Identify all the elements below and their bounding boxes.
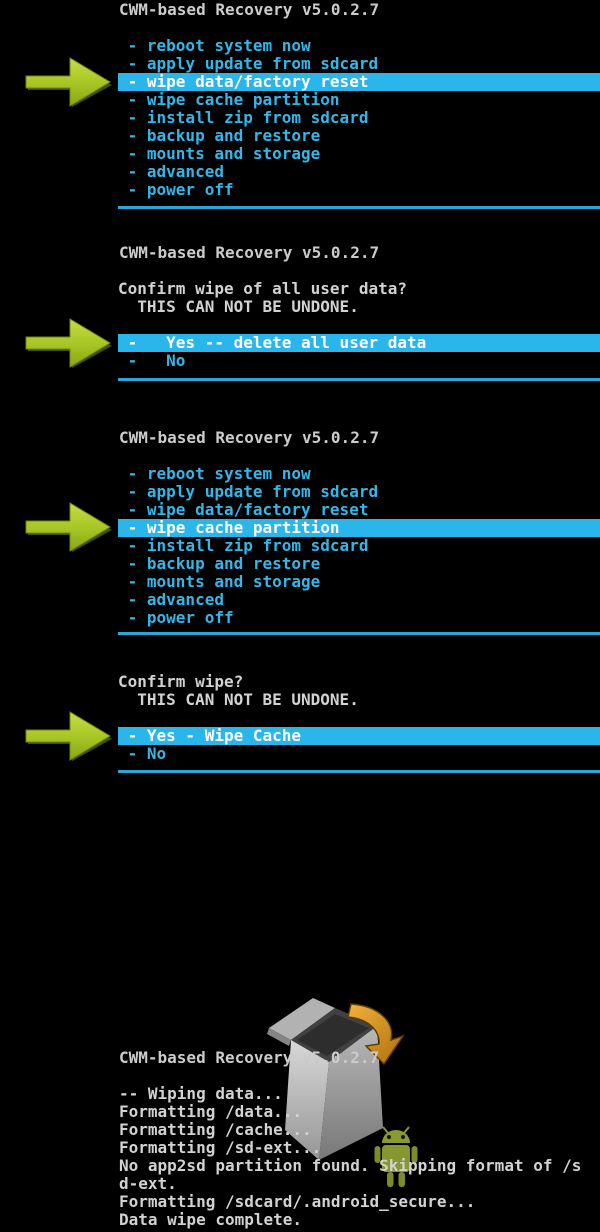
selection-arrow-icon	[25, 711, 112, 761]
log-line: -- Wiping data...	[119, 1084, 283, 1103]
menu-item-advanced[interactable]: - advanced	[118, 590, 224, 609]
recovery-title: CWM-based Recovery v5.0.2.7	[119, 428, 380, 447]
menu-item-reboot-system-now[interactable]: - reboot system now	[118, 464, 311, 483]
recovery-main-menu: - reboot system now - apply update from …	[118, 37, 600, 199]
menu-item-mounts-and-storage[interactable]: - mounts and storage	[118, 572, 321, 591]
log-line: d-ext.	[119, 1174, 177, 1193]
menu-item-backup-and-restore[interactable]: - backup and restore	[118, 554, 321, 573]
menu-item-reboot-system-now[interactable]: - reboot system now	[118, 36, 311, 55]
menu-item-wipe-cache-partition[interactable]: - wipe cache partition	[118, 90, 340, 109]
selection-arrow-icon	[25, 318, 112, 368]
menu-item-install-zip[interactable]: - install zip from sdcard	[118, 108, 369, 127]
menu-item-power-off[interactable]: - power off	[118, 608, 234, 627]
confirm-warning: THIS CAN NOT BE UNDONE.	[118, 690, 359, 709]
menu-item-apply-update[interactable]: - apply update from sdcard	[118, 54, 379, 73]
confirm-menu: - Yes -- delete all user data - No	[118, 334, 600, 370]
recovery-title: CWM-based Recovery v5.0.2.7	[119, 0, 380, 19]
menu-item-yes-wipe-cache[interactable]: - Yes - Wipe Cache	[118, 727, 600, 745]
recovery-log: -- Wiping data... Formatting /data... Fo…	[119, 1085, 600, 1229]
selection-arrow-icon	[25, 57, 112, 107]
separator-line	[118, 770, 600, 773]
menu-item-backup-and-restore[interactable]: - backup and restore	[118, 126, 321, 145]
menu-item-apply-update[interactable]: - apply update from sdcard	[118, 482, 379, 501]
menu-item-advanced[interactable]: - advanced	[118, 162, 224, 181]
recovery-main-menu: - reboot system now - apply update from …	[118, 465, 600, 627]
confirm-menu: - Yes - Wipe Cache - No	[118, 727, 600, 763]
confirm-prompt: Confirm wipe of all user data?	[118, 279, 407, 298]
separator-line	[118, 378, 600, 381]
selection-arrow-icon	[25, 502, 112, 552]
log-line: Formatting /sdcard/.android_secure...	[119, 1192, 476, 1211]
confirm-warning: THIS CAN NOT BE UNDONE.	[118, 297, 359, 316]
menu-item-power-off[interactable]: - power off	[118, 180, 234, 199]
menu-item-no[interactable]: - No	[118, 351, 186, 370]
menu-item-mounts-and-storage[interactable]: - mounts and storage	[118, 144, 321, 163]
menu-item-wipe-cache-partition[interactable]: - wipe cache partition	[118, 519, 600, 537]
confirm-prompt: Confirm wipe?	[118, 672, 244, 691]
menu-item-wipe-data-factory-reset[interactable]: - wipe data/factory reset	[118, 500, 369, 519]
log-line: No app2sd partition found. Skipping form…	[119, 1156, 582, 1175]
log-line: Formatting /data...	[119, 1102, 303, 1121]
recovery-title: CWM-based Recovery v5.0.2.7	[119, 1048, 380, 1067]
recovery-title: CWM-based Recovery v5.0.2.7	[119, 243, 380, 262]
recovery-box-icon	[267, 998, 405, 1160]
separator-line	[118, 632, 600, 635]
log-line: Formatting /cache...	[119, 1120, 312, 1139]
android-robot-icon	[374, 1126, 418, 1187]
menu-item-no[interactable]: - No	[118, 744, 167, 763]
separator-line	[118, 206, 600, 209]
menu-item-install-zip[interactable]: - install zip from sdcard	[118, 536, 369, 555]
log-line: Data wipe complete.	[119, 1210, 303, 1229]
menu-item-wipe-data-factory-reset[interactable]: - wipe data/factory reset	[118, 73, 600, 91]
log-line: Formatting /sd-ext...	[119, 1138, 322, 1157]
menu-item-yes-delete-all-user-data[interactable]: - Yes -- delete all user data	[118, 334, 600, 352]
